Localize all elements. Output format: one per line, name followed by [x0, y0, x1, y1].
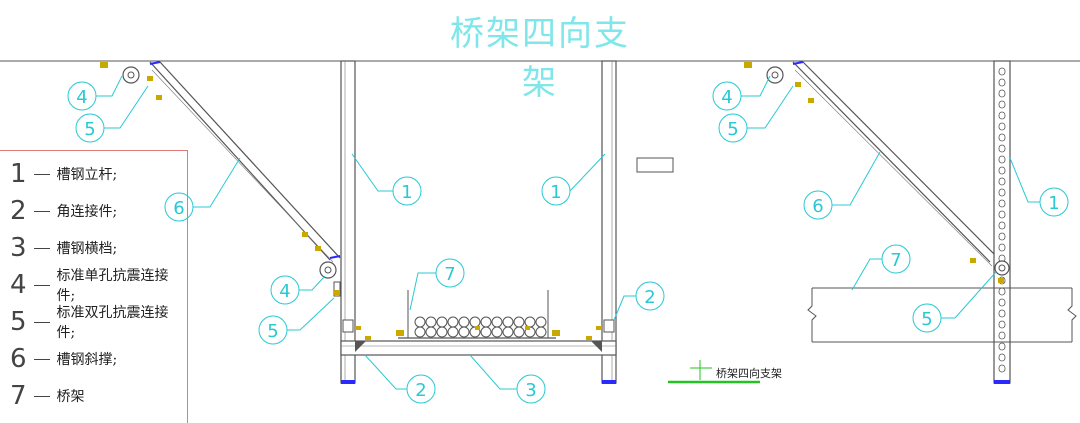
perforation-hole	[998, 144, 1006, 153]
callout-mid-1a: 1	[392, 176, 422, 206]
legend-text: 角连接件;	[56, 204, 118, 220]
perforation-hole	[998, 353, 1006, 362]
perforation-hole	[998, 188, 1006, 197]
legend-text: 桥架	[56, 389, 85, 405]
perforation-hole	[998, 210, 1006, 219]
callout-left-4b: 4	[270, 275, 300, 305]
callout-number: 5	[727, 119, 738, 140]
callout-number: 7	[444, 264, 455, 285]
legend-row: 1 槽钢立杆;	[10, 159, 117, 189]
legend-number: 5	[10, 307, 27, 337]
legend-row: 4 标准单孔抗震连接件;	[10, 268, 187, 304]
callout-number: 6	[173, 198, 184, 219]
legend-dash	[33, 321, 50, 323]
legend-text: 槽钢横档;	[56, 241, 118, 257]
middle-front-frame	[340, 60, 617, 384]
callout-right-6: 6	[803, 190, 833, 220]
callout-number: 5	[84, 119, 95, 140]
legend-number: 6	[10, 344, 27, 374]
callout-number: 7	[890, 250, 901, 271]
callout-number: 1	[1048, 193, 1059, 214]
left-diagonal-brace	[100, 61, 341, 297]
legend-row: 6 槽钢斜撑;	[10, 344, 117, 374]
callout-mid-2a: 2	[406, 374, 436, 404]
legend-dash	[33, 284, 50, 286]
callout-mid-1b: 1	[541, 176, 571, 206]
perforation-hole	[998, 232, 1006, 241]
drawing-title: 桥架四向支架	[450, 14, 630, 103]
callout-number: 1	[401, 182, 412, 203]
callout-mid-2b: 2	[635, 281, 665, 311]
callout-number: 3	[525, 380, 536, 401]
callout-number: 1	[550, 182, 561, 203]
legend-row: 3 槽钢横档;	[10, 233, 117, 263]
callout-number: 2	[644, 287, 655, 308]
perforation-hole	[998, 111, 1006, 120]
legend-number: 3	[10, 233, 27, 263]
perforation-hole	[998, 67, 1006, 76]
legend-number: 2	[10, 196, 27, 226]
perforation-hole	[998, 122, 1006, 131]
callout-right-7: 7	[881, 244, 911, 274]
legend-number: 7	[10, 381, 27, 411]
perforation-hole	[998, 309, 1006, 318]
perforation-hole	[998, 133, 1006, 142]
perforation-hole	[998, 89, 1006, 98]
callout-number: 5	[267, 321, 278, 342]
callout-right-5b: 5	[912, 303, 942, 333]
perforation-hole	[998, 320, 1006, 329]
callout-mid-7: 7	[435, 258, 465, 288]
plan-label-text: 桥架四向支架	[716, 366, 782, 380]
legend-text: 槽钢斜撑;	[56, 352, 118, 368]
legend-dash	[33, 358, 50, 360]
callout-right-4: 4	[712, 81, 742, 111]
callout-number: 4	[279, 281, 290, 302]
perforation-hole	[998, 100, 1006, 109]
legend-number: 4	[10, 270, 27, 300]
legend-dash	[33, 395, 50, 397]
legend-text: 槽钢立杆;	[56, 167, 118, 183]
plan-label-marker: 桥架四向支架	[668, 360, 782, 384]
perforation-hole	[998, 177, 1006, 186]
perforation-hole	[998, 342, 1006, 351]
perforation-hole	[998, 155, 1006, 164]
legend-row: 5 标准双孔抗震连接件;	[10, 305, 187, 341]
legend-row: 2 角连接件;	[10, 196, 117, 226]
callout-number: 4	[76, 87, 87, 108]
legend-text: 标准双孔抗震连接件;	[56, 305, 169, 341]
tray-cables	[414, 316, 547, 338]
perforation-hole	[998, 331, 1006, 340]
legend-number: 1	[10, 159, 27, 189]
perforation-hole	[998, 243, 1006, 252]
callout-mid-3: 3	[516, 374, 546, 404]
callout-left-5a: 5	[75, 113, 105, 143]
legend-dash	[33, 173, 50, 175]
legend-text: 标准单孔抗震连接件;	[56, 268, 169, 304]
perforation-hole	[998, 287, 1006, 296]
perforation-hole	[998, 78, 1006, 87]
callout-number: 5	[921, 309, 932, 330]
perforation-hole	[998, 221, 1006, 230]
perforation-hole	[998, 364, 1006, 373]
callout-number: 6	[812, 196, 823, 217]
parts-legend: 1 槽钢立杆; 2 角连接件; 3 槽钢横档; 4 标准单孔抗震连接件; 5 标准双孔抗震连接件;…	[0, 150, 188, 423]
callout-left-6: 6	[164, 192, 194, 222]
callout-left-5b: 5	[258, 315, 288, 345]
callout-right-5a: 5	[718, 113, 748, 143]
callout-left-4a: 4	[67, 81, 97, 111]
perforation-hole	[998, 199, 1006, 208]
legend-row: 7 桥架	[10, 381, 85, 411]
callouts: 4 5 6 4 5 1 1 7 2 2 3 4 5 6 1 7 5	[67, 81, 1069, 404]
perforation-hole	[998, 166, 1006, 175]
perforation-hole	[998, 298, 1006, 307]
right-side-view	[744, 60, 1077, 384]
callout-right-1: 1	[1039, 187, 1069, 217]
callout-number: 2	[415, 380, 426, 401]
legend-dash	[33, 210, 50, 212]
legend-dash	[33, 247, 50, 249]
section-marker	[636, 157, 674, 173]
callout-number: 4	[721, 87, 732, 108]
